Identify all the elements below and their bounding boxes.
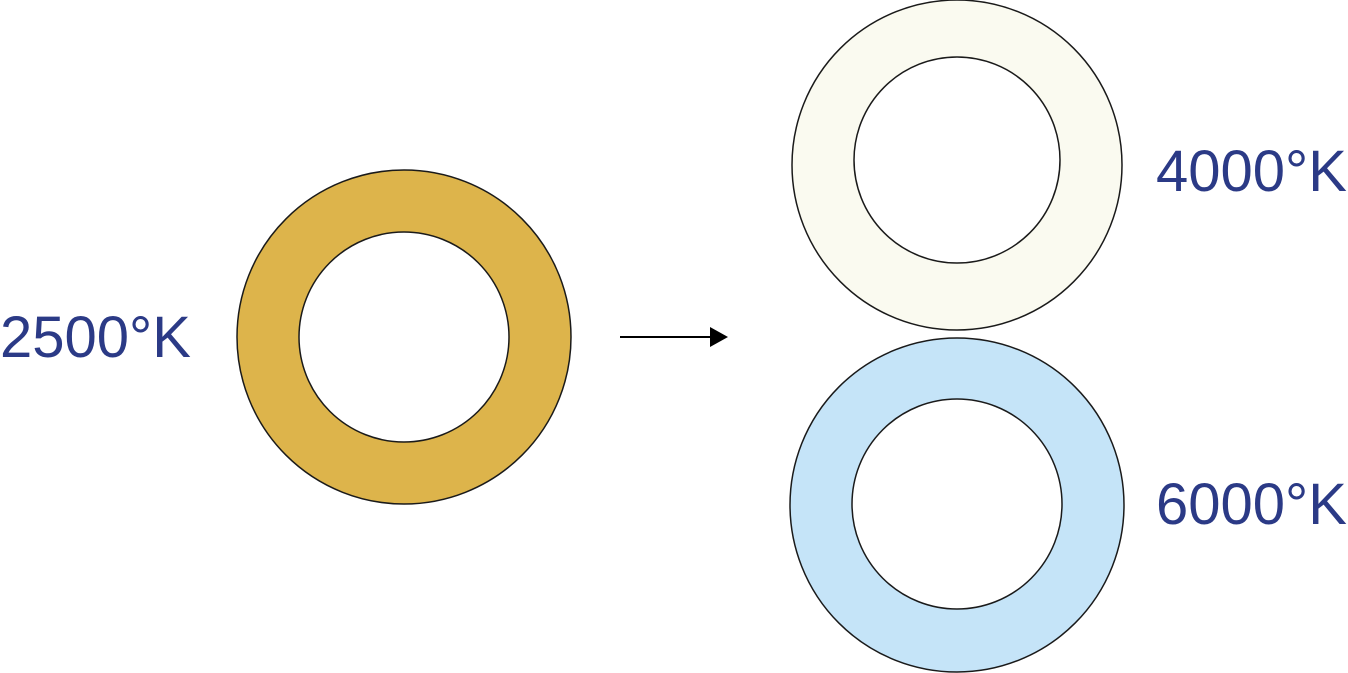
ring-4000k xyxy=(791,0,1123,331)
arrow-head xyxy=(710,327,728,347)
label-2500k: 2500°K xyxy=(0,305,191,370)
ring-2500k-inner xyxy=(298,231,510,443)
label-6000k: 6000°K xyxy=(1156,472,1347,537)
label-4000k: 4000°K xyxy=(1156,139,1347,204)
ring-6000k-inner xyxy=(851,398,1063,610)
right-arrow-icon xyxy=(620,327,728,347)
ring-4000k-inner xyxy=(853,56,1061,264)
ring-6000k xyxy=(789,337,1125,673)
ring-2500k xyxy=(236,169,572,505)
